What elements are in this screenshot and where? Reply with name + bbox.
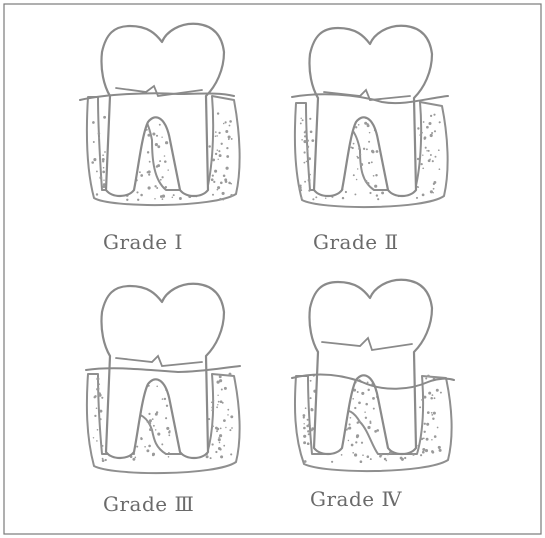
figure-frame: [4, 4, 541, 534]
grade-label-1: Grade Ⅰ: [103, 230, 183, 254]
panel-grade-3: Grade Ⅲ: [86, 284, 240, 516]
grade-label-4: Grade Ⅳ: [310, 487, 402, 511]
panel-grade-2: Grade Ⅱ: [292, 26, 448, 254]
grade-label-2: Grade Ⅱ: [313, 230, 399, 254]
panel-grade-4: Grade Ⅳ: [292, 280, 454, 511]
panel-grade-1: Grade Ⅰ: [80, 24, 240, 254]
grade-label-3: Grade Ⅲ: [103, 492, 194, 516]
tooth-outline-4: [309, 280, 432, 454]
tooth-outline-1: [101, 24, 224, 196]
tooth-outline-2: [309, 26, 432, 196]
